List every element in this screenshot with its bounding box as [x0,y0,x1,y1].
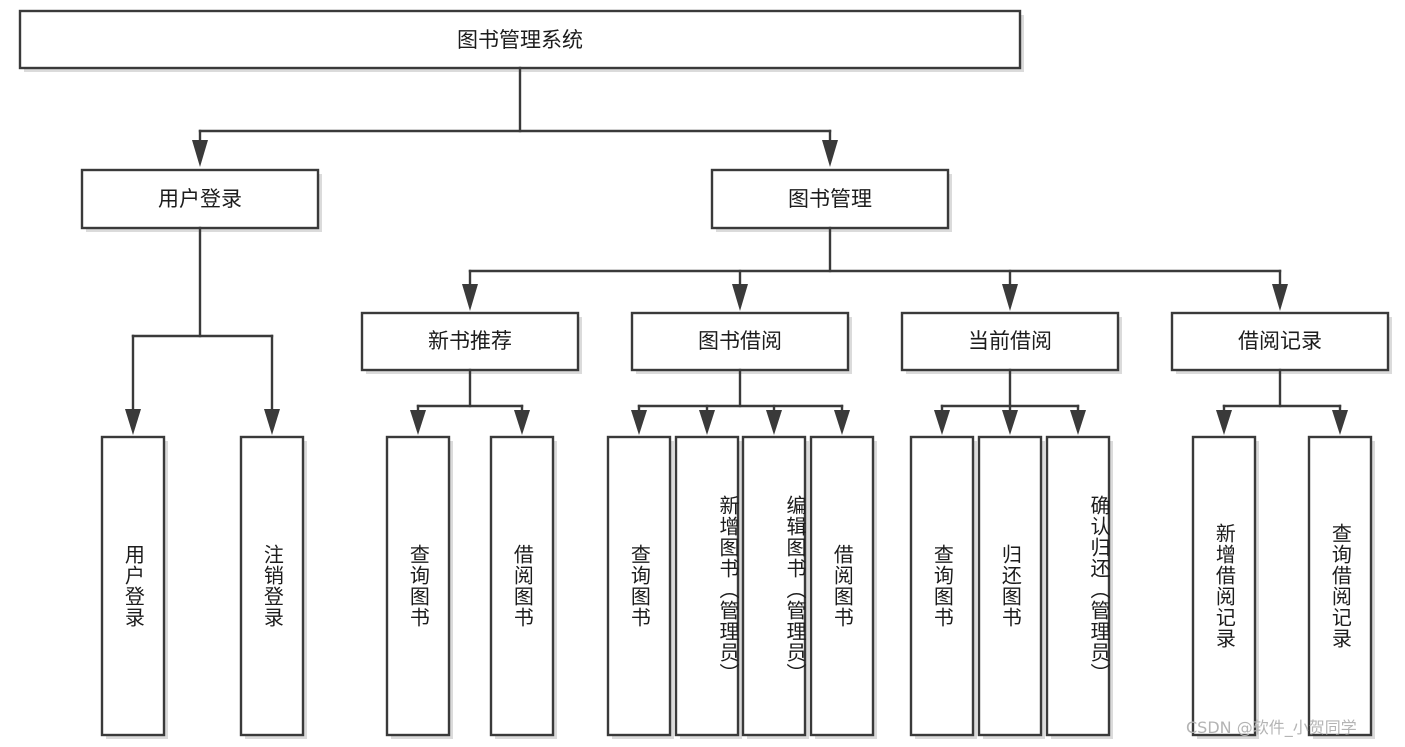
borrow-record-label: 借阅记录 [1238,329,1322,353]
leaf-edit-book-box[interactable] [741,435,807,737]
csdn-watermark: CSDN @软件_小贺同学 [1186,718,1357,737]
connector-book-management-to-level3 [462,226,1288,311]
new-book-recommend-label: 新书推荐 [428,329,512,353]
arrow-to-book-management [822,140,838,167]
connector-borrow-record-to-leaves [1216,368,1348,435]
root-label: 图书管理系统 [457,28,583,52]
leaf-return-book-box[interactable] [977,435,1043,737]
arrow-to-new-book-recommend [462,284,478,311]
arrow-to-leaf-add-record [1216,410,1232,435]
connector-root-to-level2 [192,66,838,167]
arrow-to-leaf-edit-book [766,410,782,435]
borrow-record-box [1170,311,1390,372]
leaf-user-login-box[interactable] [100,435,166,737]
leaf-borrow-book-2-box[interactable] [809,435,875,737]
arrow-to-leaf-borrow-book-1 [514,410,530,435]
current-borrow-label: 当前借阅 [968,329,1052,353]
arrow-to-leaf-return-book [1002,410,1018,435]
node-book-management[interactable]: 图书管理 [710,168,952,232]
arrow-to-leaf-query-book-3 [934,410,950,435]
leaf-add-book-box[interactable] [674,435,740,737]
connector-current-borrow-to-leaves [934,368,1086,435]
leaf-logout-login-box[interactable] [239,435,305,737]
leaf-confirm-return-box[interactable] [1045,435,1111,737]
arrow-to-current-borrow [1002,284,1018,311]
arrow-to-leaf-user-login [125,409,141,435]
leaf-query-book-1-box[interactable] [385,435,451,737]
node-user-login[interactable]: 用户登录 [80,168,322,232]
node-new-book-recommend[interactable]: 新书推荐 [360,311,582,374]
arrow-to-leaf-query-book-2 [631,410,647,435]
arrow-to-leaf-borrow-book-2 [834,410,850,435]
arrow-to-leaf-query-book-1 [410,410,426,435]
user-login-label: 用户登录 [158,187,242,211]
node-borrow-record[interactable]: 借阅记录 [1170,311,1392,374]
arrow-to-leaf-add-book [699,410,715,435]
connector-new-book-recommend-to-leaves [410,368,530,435]
leaf-add-record-box[interactable] [1191,435,1257,737]
node-book-borrow[interactable]: 图书借阅 [630,311,852,374]
book-management-label: 图书管理 [788,187,872,211]
arrow-to-leaf-confirm-return [1070,410,1086,435]
book-borrow-label: 图书借阅 [698,329,782,353]
current-borrow-box [900,311,1120,372]
node-current-borrow[interactable]: 当前借阅 [900,311,1122,374]
leaf-query-book-3-box[interactable] [909,435,975,737]
user-login-box [80,168,320,230]
new-book-recommend-box [360,311,580,372]
arrow-to-leaf-logout-login [264,409,280,435]
leaf-boxes [100,435,1375,739]
leaf-query-book-2-box[interactable] [606,435,672,737]
arrow-to-leaf-query-record [1332,410,1348,435]
leaf-borrow-book-1-box[interactable] [489,435,555,737]
arrow-to-borrow-record [1272,284,1288,311]
connector-user-login-to-leaves [125,226,280,435]
leaf-query-record-box[interactable] [1307,435,1373,737]
root-box [18,9,1022,70]
node-root[interactable]: 图书管理系统 [18,9,1024,72]
arrow-to-book-borrow [732,284,748,311]
arrow-to-user-login [192,140,208,167]
connector-book-borrow-to-leaves [631,368,850,435]
